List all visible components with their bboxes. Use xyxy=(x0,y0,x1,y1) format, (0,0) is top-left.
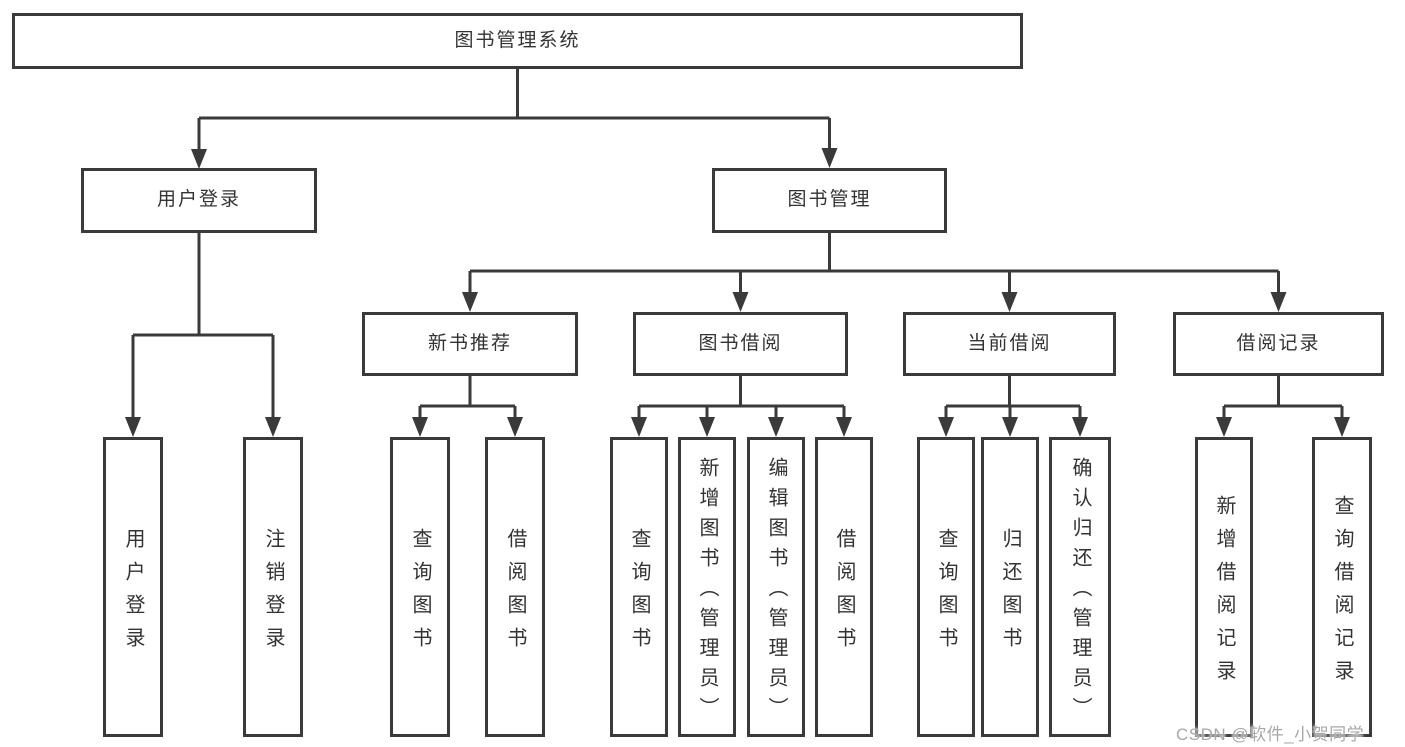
leaf-borrowing-borrow-books-label: 借阅图书 xyxy=(833,527,855,660)
csdn-watermark: CSDN @软件_小贺同学 xyxy=(1176,725,1365,744)
leaf-current-query-books-label: 查询图书 xyxy=(935,527,957,660)
leaf-recommend-query-books: 查询图书 xyxy=(390,437,450,737)
leaf-recommend-borrow-books-label: 借阅图书 xyxy=(504,527,526,660)
leaf-logout-label: 注销登录 xyxy=(262,527,284,660)
leaf-current-return-books-label: 归还图书 xyxy=(999,527,1021,660)
leaf-user-login: 用户登录 xyxy=(103,437,163,737)
node-user-login: 用户登录 xyxy=(81,168,317,233)
node-current-borrowing-label: 当前借阅 xyxy=(967,332,1052,354)
leaf-borrowing-borrow-books: 借阅图书 xyxy=(815,437,873,737)
leaf-current-return-books: 归还图书 xyxy=(981,437,1039,737)
leaf-records-query-record: 查询借阅记录 xyxy=(1312,437,1372,737)
node-borrowing-records-label: 借阅记录 xyxy=(1236,332,1321,354)
leaf-borrowing-query-books-label: 查询图书 xyxy=(628,527,650,660)
leaf-user-login-label: 用户登录 xyxy=(122,527,144,660)
node-book-management-label: 图书管理 xyxy=(787,189,872,211)
leaf-borrowing-query-books: 查询图书 xyxy=(610,437,668,737)
node-new-book-recommendation: 新书推荐 xyxy=(362,312,578,376)
leaf-records-query-record-label: 查询借阅记录 xyxy=(1331,494,1353,693)
leaf-borrowing-add-books-admin: 新增图书（管理员） xyxy=(678,437,736,737)
node-book-management: 图书管理 xyxy=(712,168,947,233)
leaf-logout: 注销登录 xyxy=(243,437,303,737)
leaf-records-add-record: 新增借阅记录 xyxy=(1195,437,1253,737)
leaf-current-confirm-return-admin: 确认归还（管理员） xyxy=(1049,437,1111,737)
node-library-system: 图书管理系统 xyxy=(12,13,1023,69)
node-book-borrowing-label: 图书借阅 xyxy=(698,332,783,354)
leaf-recommend-query-books-label: 查询图书 xyxy=(409,527,431,660)
leaf-borrowing-edit-books-admin: 编辑图书（管理员） xyxy=(747,437,805,737)
node-user-login-label: 用户登录 xyxy=(156,189,241,211)
node-current-borrowing: 当前借阅 xyxy=(903,312,1116,376)
leaf-recommend-borrow-books: 借阅图书 xyxy=(485,437,545,737)
node-book-borrowing: 图书借阅 xyxy=(633,312,848,376)
node-new-book-recommendation-label: 新书推荐 xyxy=(427,332,512,354)
leaf-current-query-books: 查询图书 xyxy=(917,437,975,737)
node-borrowing-records: 借阅记录 xyxy=(1173,312,1384,376)
leaf-records-add-record-label: 新增借阅记录 xyxy=(1213,494,1235,693)
leaf-current-confirm-return-admin-label: 确认归还（管理员） xyxy=(1069,457,1091,727)
node-library-system-label: 图书管理系统 xyxy=(454,29,581,51)
leaf-borrowing-edit-books-admin-label: 编辑图书（管理员） xyxy=(765,457,787,727)
leaf-borrowing-add-books-admin-label: 新增图书（管理员） xyxy=(696,457,718,727)
